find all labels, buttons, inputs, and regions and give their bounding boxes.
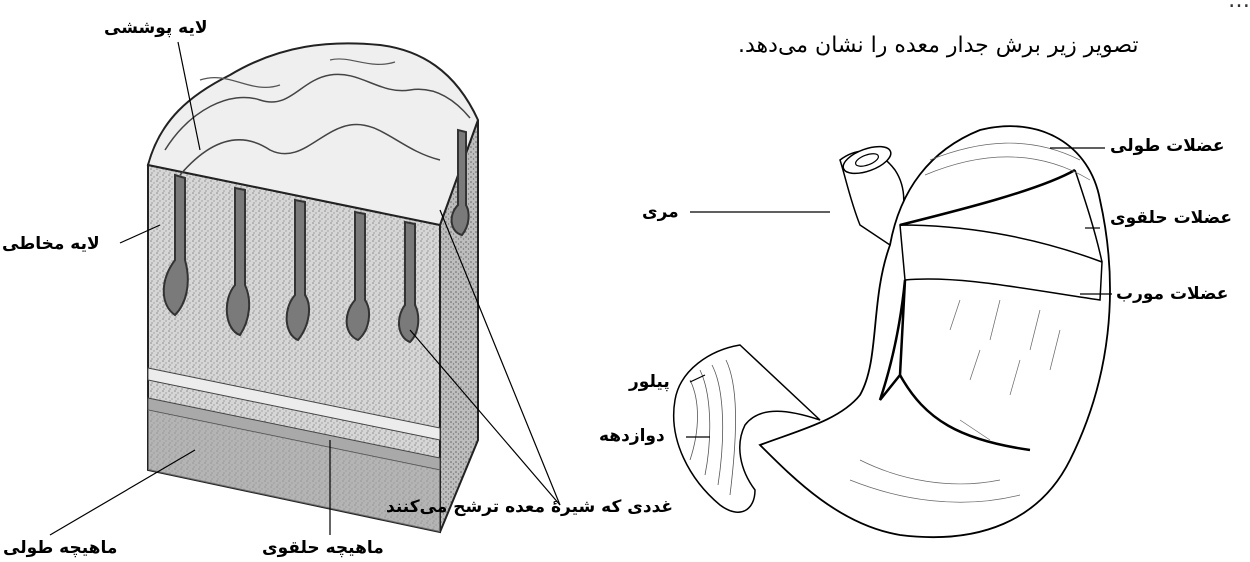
label-covering-layer: لایه پوششی (104, 20, 208, 37)
label-duodenum: دوازدهه (599, 428, 665, 445)
label-mucosa-layer: لایه مخاطی (2, 236, 100, 253)
label-pylorus: پیلور (629, 374, 670, 391)
label-longitudinal-muscle: ماهیچه طولی (3, 540, 117, 557)
label-circular-muscle: ماهیچه حلقوی (262, 540, 384, 557)
label-esophagus: مری (642, 204, 679, 221)
label-gastric-glands: غددی که شیرهٔ معده ترشح می‌کنند (386, 499, 673, 516)
label-longitudinal-muscles: عضلات طولی (1110, 138, 1225, 155)
label-oblique-muscles: عضلات مورب (1116, 286, 1228, 303)
label-circular-muscles: عضلات حلقوی (1110, 210, 1232, 227)
